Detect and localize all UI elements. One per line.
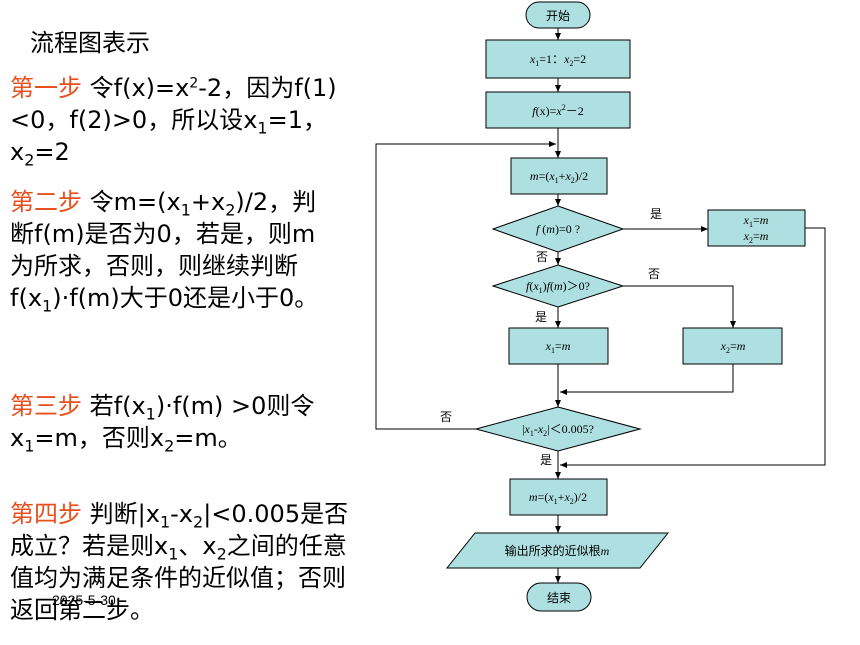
step-two: 第二步 令m=(x1+x2)/2，判断f(m)是否为0，若是，则m为所求，否则，… [10, 186, 335, 314]
label-yes-3: 是 [540, 453, 552, 467]
midpoint-box-2: m=(x1+x2)/2 [509, 478, 608, 516]
assign-x2-box: x2=m [682, 327, 783, 365]
function-box: f(x)=x2－2 [485, 91, 631, 129]
svg-text:f(x1)f(m)＞0?: f(x1)f(m)＞0? [526, 279, 590, 295]
svg-text:开始: 开始 [546, 9, 570, 23]
label-no-1: 否 [536, 250, 548, 264]
decision-tolerance: |x1-x2|＜0.005? [474, 406, 642, 452]
arrow-x2-join [560, 364, 734, 395]
step-four-text: 判断|x1-x2|<0.005是否成立？若是则x1、x2之间的任意值均为满足条件… [10, 500, 349, 624]
svg-text:m=(x1+x2)/2: m=(x1+x2)/2 [530, 169, 588, 185]
svg-text:结束: 结束 [547, 591, 571, 605]
step-four-head: 第四步 [10, 500, 82, 528]
step-one-text: 令f(x)=x2-2，因为f(1)<0，f(2)>0，所以设x1=1，x2=2 [10, 74, 337, 170]
step-three: 第三步 若f(x1)·f(m) >0则令x1=m，否则x2=m。 [10, 390, 335, 454]
arrow-cond3-no-loop [375, 141, 556, 430]
label-yes-1: 是 [650, 207, 662, 221]
svg-text:x1=1：x2=2: x1=1：x2=2 [529, 52, 586, 68]
svg-text:|x1-x2|＜0.005?: |x1-x2|＜0.005? [522, 422, 594, 438]
start-node: 开始 [525, 1, 591, 29]
assign-both-box: x1=m x2=m [707, 209, 806, 247]
svg-text:x2=m: x2=m [743, 229, 769, 245]
label-yes-2: 是 [535, 310, 547, 324]
output-node: 输出所求的近似根m [445, 532, 670, 569]
step-two-head: 第二步 [10, 188, 82, 216]
label-no-3: 否 [440, 410, 452, 424]
panel-title: 流程图表示 [30, 29, 150, 57]
step-one-head: 第一步 [10, 74, 82, 102]
step-two-text: 令m=(x1+x2)/2，判断f(m)是否为0，若是，则m为所求，否则，则继续判… [10, 188, 319, 316]
step-four: 第四步 判断|x1-x2|<0.005是否成立？若是则x1、x2之间的任意值均为… [10, 498, 360, 626]
arrow-cond2-no [623, 285, 736, 328]
decision-fm-zero: f (m)=0 ? [491, 205, 625, 253]
arrow-assign-both-merge [560, 227, 826, 468]
step-one: 第一步 令f(x)=x2-2，因为f(1)<0，f(2)>0，所以设x1=1，x… [10, 72, 350, 168]
assign-x1-box: x1=m [508, 327, 609, 365]
svg-text:f(x)=x2－2: f(x)=x2－2 [532, 103, 583, 118]
step-three-text: 若f(x1)·f(m) >0则令x1=m，否则x2=m。 [10, 392, 315, 456]
date-stamp: 2025-5-30 [52, 592, 116, 608]
step-three-head: 第三步 [10, 392, 82, 420]
label-no-2: 否 [648, 267, 660, 281]
svg-text:m=(x1+x2)/2: m=(x1+x2)/2 [529, 490, 587, 506]
svg-text:f (m)=0 ?: f (m)=0 ? [536, 222, 580, 236]
init-box: x1=1：x2=2 [485, 39, 631, 79]
svg-text:x1=m: x1=m [743, 213, 769, 229]
end-node: 结束 [526, 582, 592, 612]
svg-text:输出所求的近似根m: 输出所求的近似根m [505, 543, 610, 558]
svg-text:x1=m: x1=m [545, 339, 571, 355]
decision-product-positive: f(x1)f(m)＞0? [491, 264, 625, 308]
svg-text:x2=m: x2=m [720, 339, 746, 355]
midpoint-box-1: m=(x1+x2)/2 [510, 157, 608, 195]
